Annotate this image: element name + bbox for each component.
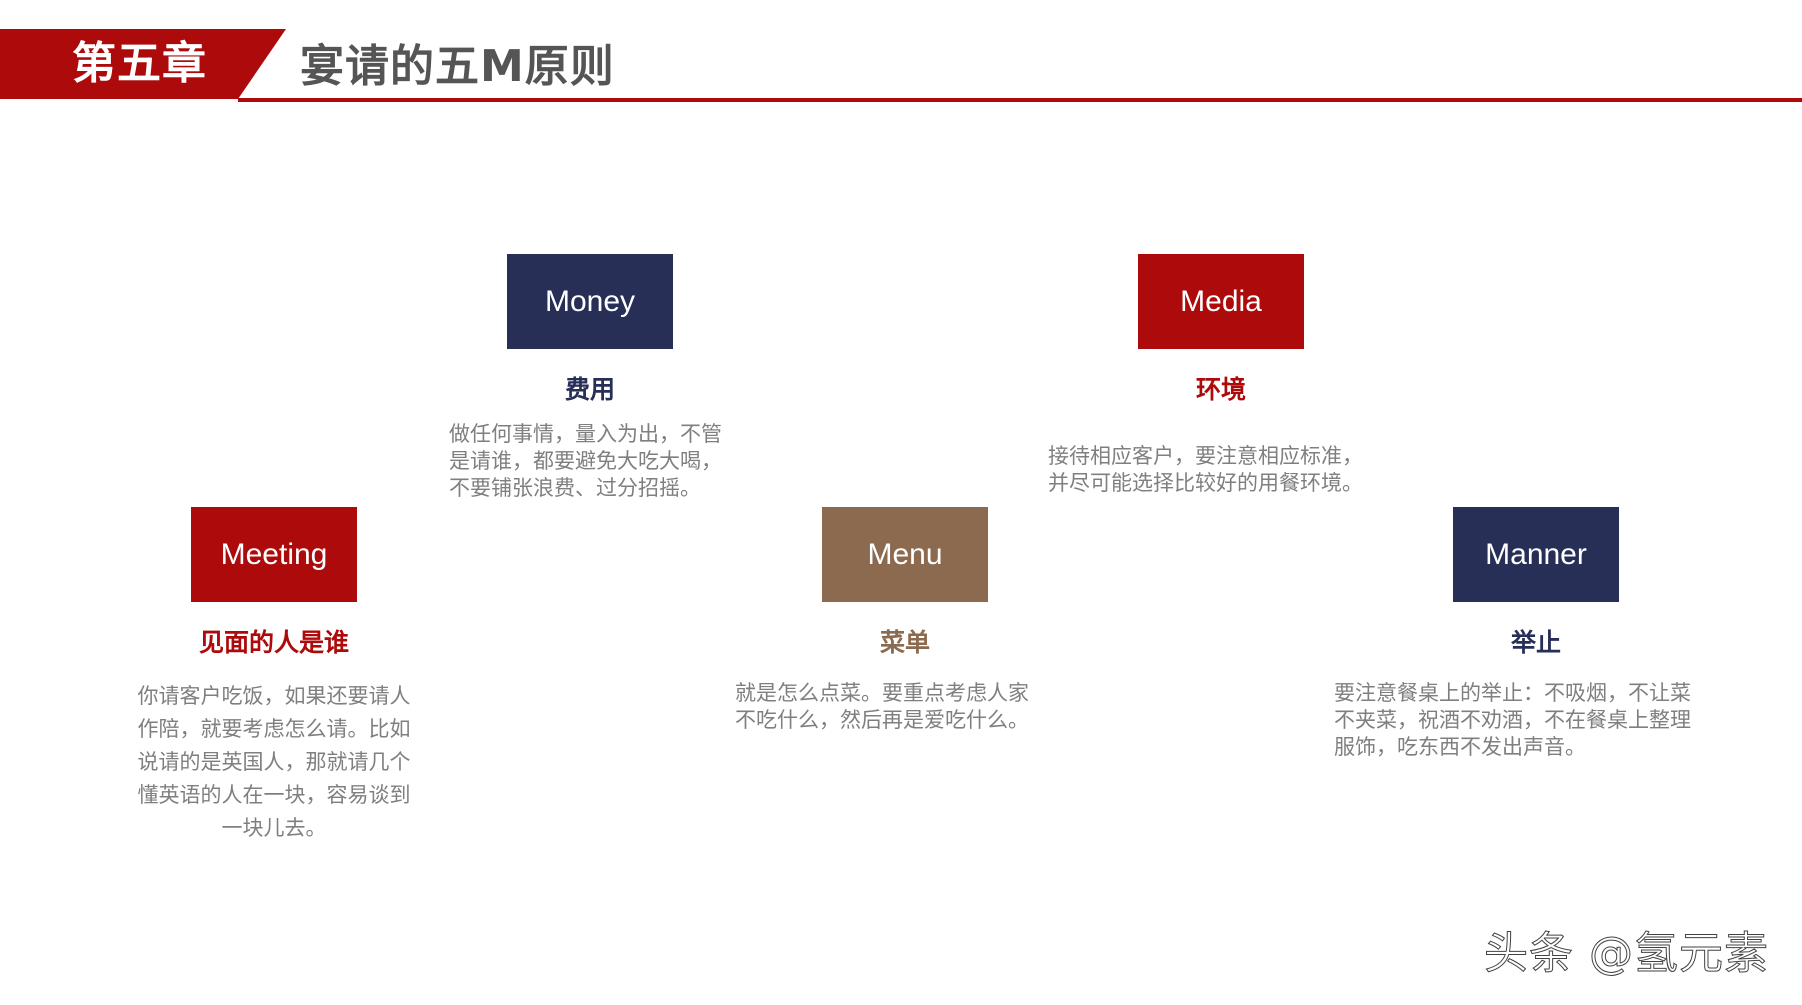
menu-description: 就是怎么点菜。要重点考虑人家 不吃什么，然后再是爱吃什么。 <box>735 680 1075 734</box>
money-desc-line: 做任何事情，量入为出，不管 <box>449 422 722 446</box>
menu-tag: Menu <box>822 507 988 602</box>
media-desc-line: 并尽可能选择比较好的用餐环境。 <box>1048 471 1363 495</box>
manner-description: 要注意餐桌上的举止：不吸烟，不让菜 不夹菜，祝酒不劝酒，不在餐桌上整理 服饰，吃… <box>1334 680 1734 761</box>
money-desc-line: 不要铺张浪费、过分招摇。 <box>449 476 701 500</box>
manner-desc-line: 要注意餐桌上的举止：不吸烟，不让菜 <box>1334 681 1691 705</box>
manner-desc-line: 服饰，吃东西不发出声音。 <box>1334 735 1586 759</box>
meeting-desc-line: 你请客户吃饭，如果还要请人 <box>137 684 411 708</box>
meeting-desc-line: 懂英语的人在一块，容易谈到 <box>137 783 411 807</box>
header-divider <box>238 98 1802 102</box>
media-desc-line: 接待相应客户，要注意相应标准， <box>1048 444 1363 468</box>
meeting-desc-line: 说请的是英国人，那就请几个 <box>137 750 411 774</box>
money-description: 做任何事情，量入为出，不管 是请谁，都要避免大吃大喝， 不要铺张浪费、过分招摇。 <box>449 421 739 502</box>
manner-heading: 举止 <box>1510 628 1561 657</box>
manner-desc-line: 不夹菜，祝酒不劝酒，不在餐桌上整理 <box>1334 708 1691 732</box>
watermark: 头条 @氢元素 <box>1484 928 1769 980</box>
money-desc-line: 是请谁，都要避免大吃大喝， <box>449 449 722 473</box>
money-heading: 费用 <box>564 375 615 404</box>
page-title: 宴请的五M原则 <box>300 41 615 92</box>
menu-desc-line: 不吃什么，然后再是爱吃什么。 <box>735 708 1029 732</box>
meeting-description: 你请客户吃饭，如果还要请人 作陪，就要考虑怎么请。比如 说请的是英国人，那就请几… <box>124 680 424 845</box>
menu-desc-line: 就是怎么点菜。要重点考虑人家 <box>735 681 1029 705</box>
menu-heading: 菜单 <box>879 628 930 657</box>
money-tag: Money <box>507 254 673 349</box>
chapter-label: 第五章 <box>72 38 207 89</box>
meeting-tag: Meeting <box>191 507 357 602</box>
meeting-desc-line: 一块儿去。 <box>221 816 327 840</box>
media-description: 接待相应客户，要注意相应标准， 并尽可能选择比较好的用餐环境。 <box>1048 443 1428 497</box>
media-tag: Media <box>1138 254 1304 349</box>
media-heading: 环境 <box>1195 375 1246 404</box>
meeting-heading: 见面的人是谁 <box>198 628 349 657</box>
chapter-banner <box>0 29 286 99</box>
manner-tag: Manner <box>1453 507 1619 602</box>
meeting-desc-line: 作陪，就要考虑怎么请。比如 <box>137 717 411 741</box>
